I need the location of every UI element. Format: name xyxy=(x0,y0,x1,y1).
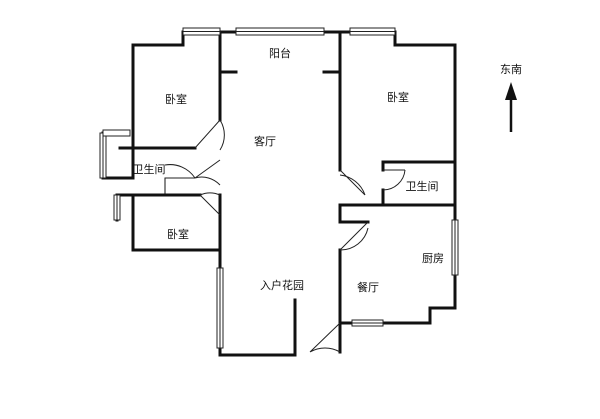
door-entrance xyxy=(309,322,341,353)
label-bathroom-w: 卫生间 xyxy=(133,162,166,176)
room-labels: 阳台 卧室 卧室 客厅 卫生间 卫生间 卧室 厨房 入户花园 餐厅 xyxy=(133,46,445,294)
label-bedroom-sw: 卧室 xyxy=(167,227,189,241)
label-entrance-garden: 入户花园 xyxy=(260,278,304,292)
window-bath-w-top xyxy=(102,129,131,137)
door-bath-e xyxy=(382,169,406,191)
arrow-up-icon xyxy=(505,82,517,132)
door-sw-bedroom xyxy=(199,192,221,216)
label-balcony: 阳台 xyxy=(269,46,291,60)
door-nw-bedroom xyxy=(194,119,225,151)
label-bedroom-ne: 卧室 xyxy=(387,90,409,104)
doors xyxy=(164,119,406,353)
windows xyxy=(99,27,459,349)
label-bedroom-nw: 卧室 xyxy=(165,92,187,106)
compass-label: 东南 xyxy=(500,63,522,76)
label-kitchen: 厨房 xyxy=(422,252,444,265)
label-dining-room: 餐厅 xyxy=(357,280,379,294)
door-living-w xyxy=(194,159,221,186)
label-living-room: 客厅 xyxy=(254,134,276,148)
door-dining xyxy=(339,221,369,251)
door-ne-bedroom xyxy=(339,169,366,196)
label-bathroom-e: 卫生间 xyxy=(406,179,439,193)
door-bath-w xyxy=(164,164,196,179)
compass: 东南 xyxy=(500,63,522,132)
walls xyxy=(101,30,457,357)
